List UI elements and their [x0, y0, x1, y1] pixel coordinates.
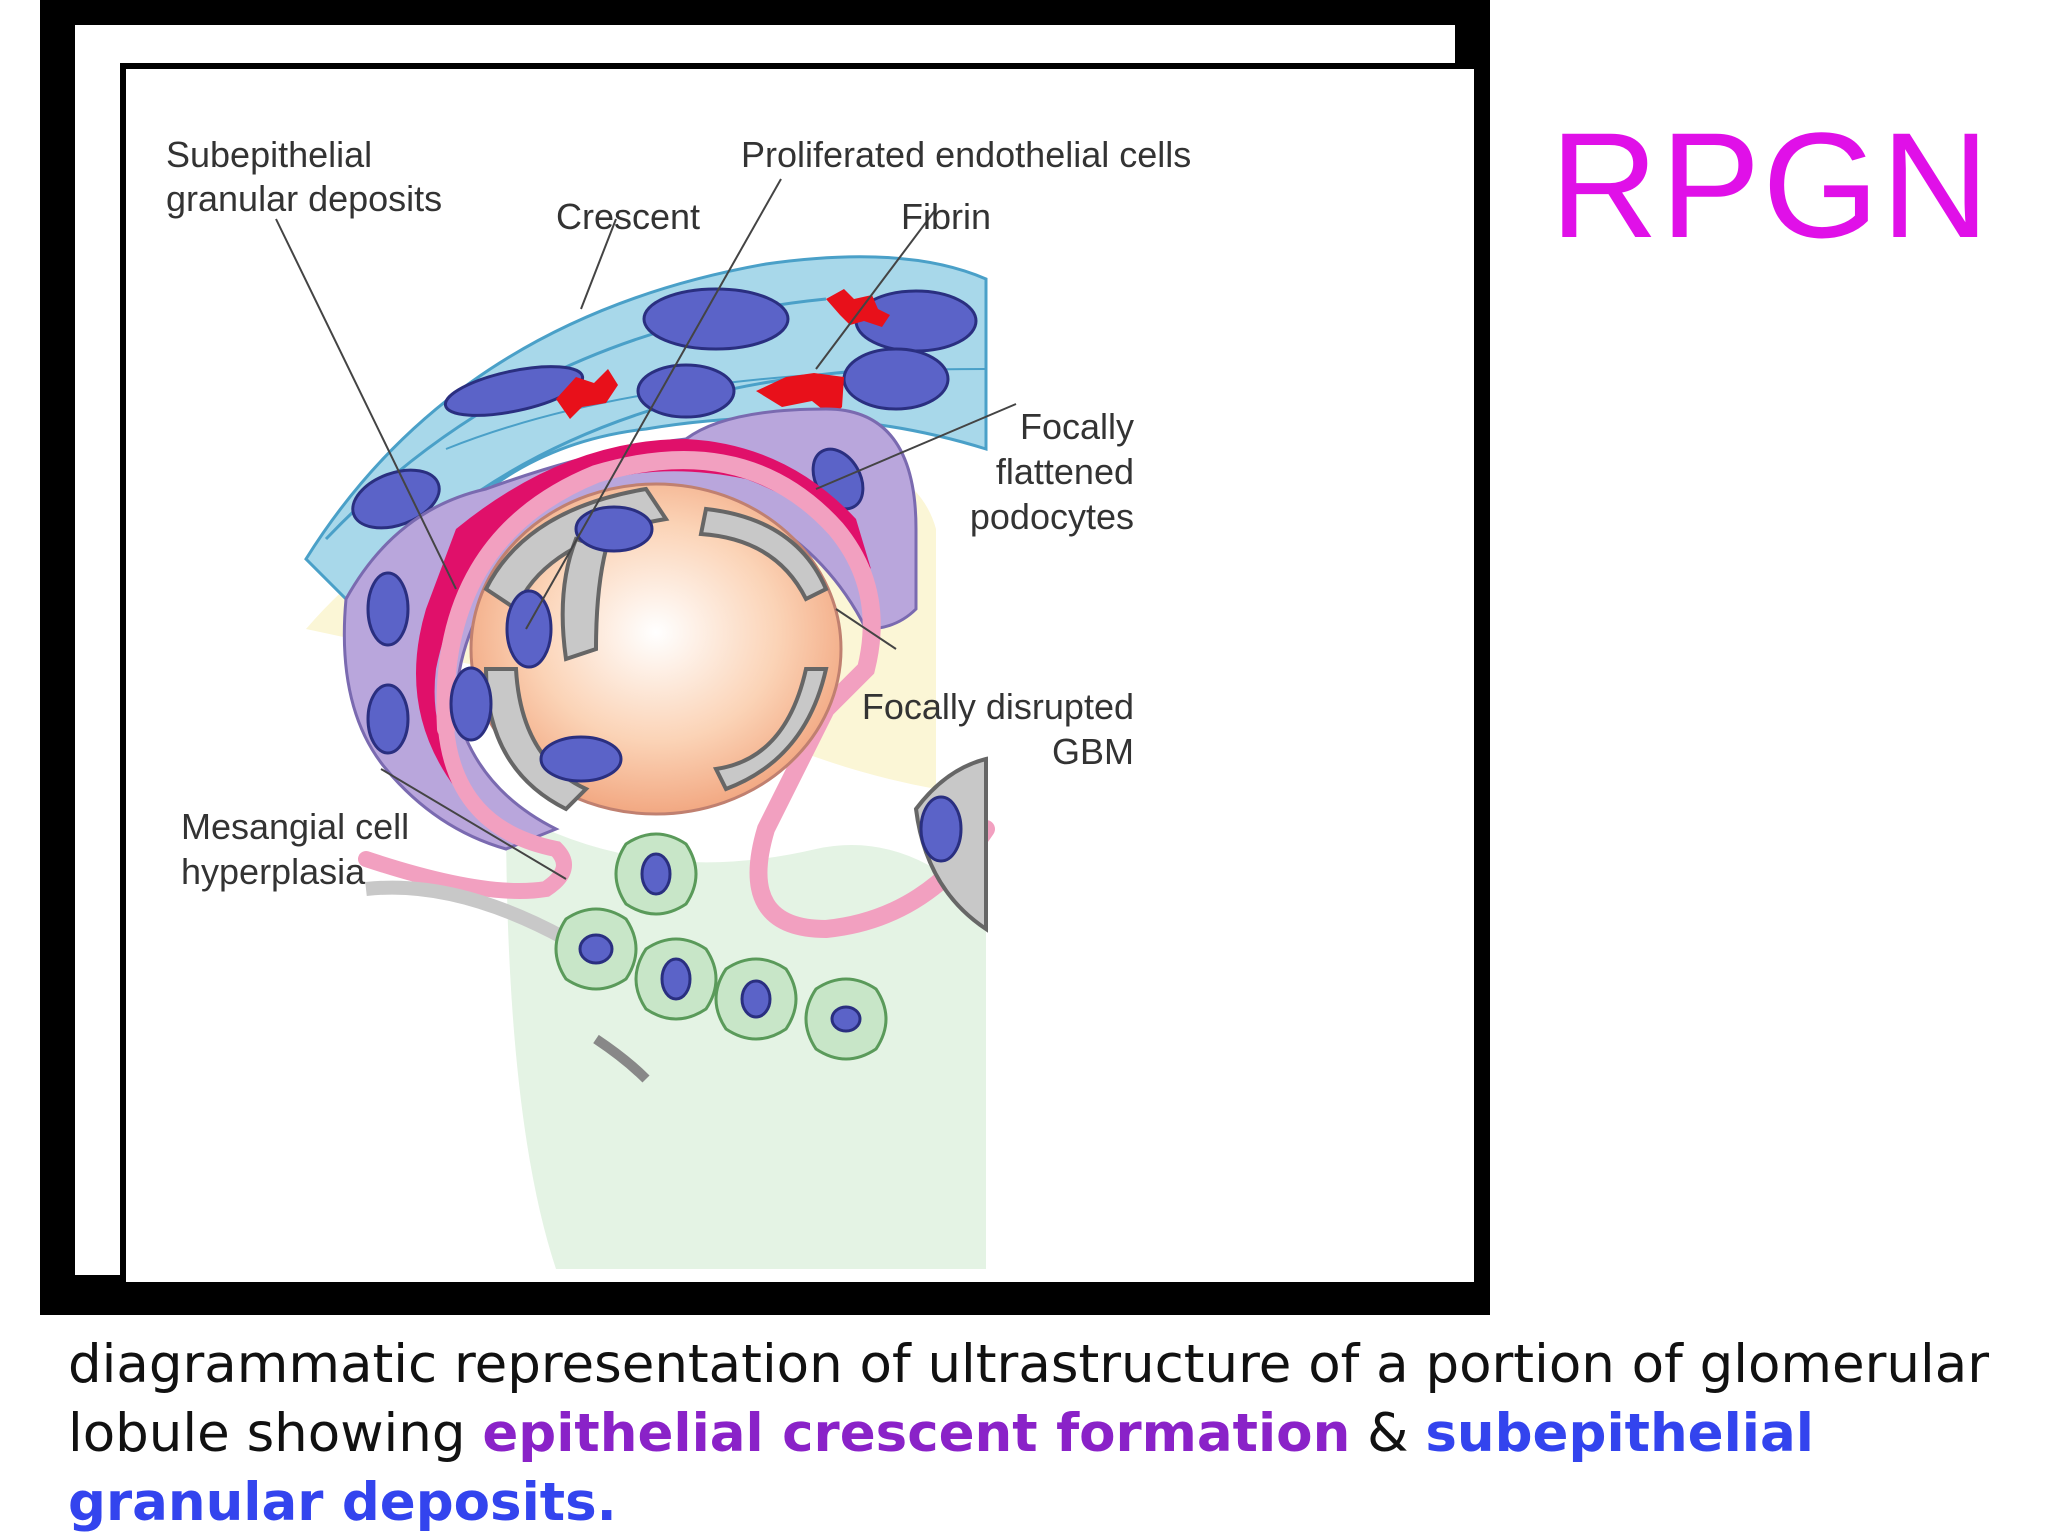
crescent-band	[304, 255, 988, 632]
label-podocytes-line2: flattened	[996, 451, 1134, 492]
image-frame-inner: Subepithelial granular deposits Crescent…	[75, 25, 1480, 1288]
crescent-nuclei	[351, 287, 978, 530]
caption: diagrammatic representation of ultrastru…	[68, 1330, 2018, 1537]
label-fibrin: Fibrin	[901, 196, 991, 237]
label-endothelial: Proliferated endothelial cells	[741, 134, 1191, 175]
label-podocytes-line3: podocytes	[970, 496, 1134, 537]
fibrin-deposits	[556, 289, 890, 419]
caption-highlight-crescent: epithelial crescent formation	[482, 1403, 1351, 1464]
glomerulus-diagram: Subepithelial granular deposits Crescent…	[166, 134, 1191, 1269]
caption-text-2: &	[1350, 1403, 1426, 1464]
label-subepithelial-line2: granular deposits	[166, 178, 442, 219]
leader-lines	[275, 178, 1017, 880]
image-frame: Subepithelial granular deposits Crescent…	[40, 0, 1490, 1315]
label-gbm-line2: GBM	[1052, 731, 1134, 772]
diagram-panel: Subepithelial granular deposits Crescent…	[120, 63, 1480, 1288]
label-gbm-line1: Focally disrupted	[862, 686, 1134, 727]
caption-highlight-deposits: subepithelial granular deposits.	[68, 1403, 1814, 1533]
label-mesangial-line2: hyperplasia	[181, 851, 366, 892]
label-mesangial-line1: Mesangial cell	[181, 806, 409, 847]
slide-title: RPGN	[1550, 101, 1992, 269]
label-subepithelial-line1: Subepithelial	[166, 134, 372, 175]
label-podocytes-line1: Focally	[1020, 406, 1134, 447]
caption-text-1: diagrammatic representation of ultrastru…	[68, 1334, 1990, 1464]
capillary-lumen	[469, 482, 843, 816]
label-crescent: Crescent	[556, 196, 700, 237]
endothelial-nuclei	[449, 505, 654, 783]
